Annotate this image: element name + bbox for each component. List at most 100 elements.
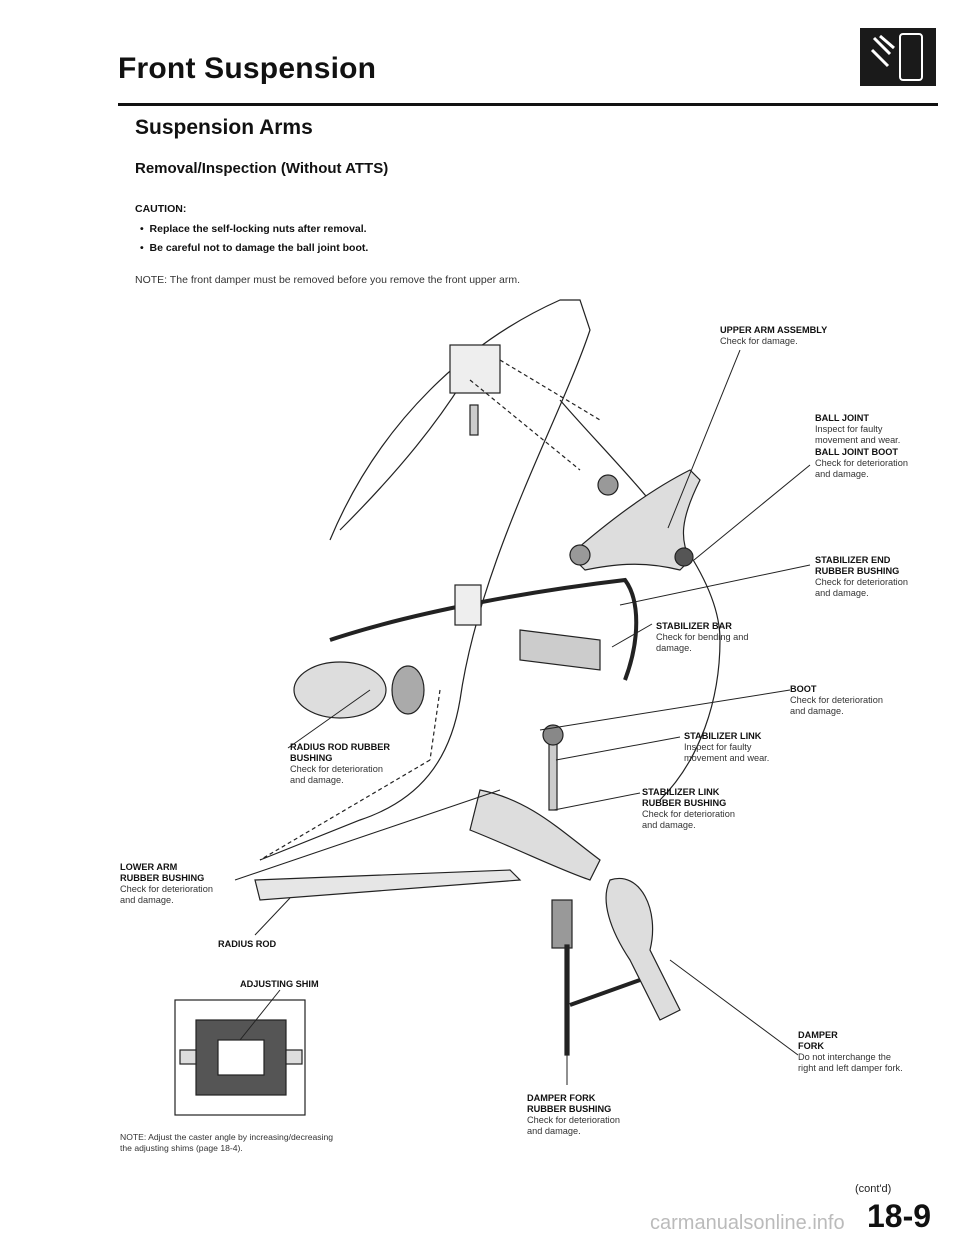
callout-title: RUBBER BUSHING xyxy=(642,798,727,808)
callout-desc: and damage. xyxy=(790,706,844,716)
leader-lower-arm xyxy=(234,789,501,881)
caution-label: CAUTION: xyxy=(135,203,187,215)
page-title: Front Suspension xyxy=(118,52,377,85)
callout-radius-rod: RADIUS ROD xyxy=(218,939,276,950)
leader-ball-joint-boot xyxy=(693,464,811,561)
callout-radius-rod-bushing: RADIUS ROD RUBBER BUSHING Check for dete… xyxy=(290,742,390,786)
shim-bolt-left xyxy=(179,1049,197,1065)
caution-item: • Replace the self-locking nuts after re… xyxy=(140,223,367,235)
callout-title: BALL JOINT xyxy=(815,413,869,423)
callout-title: UPPER ARM ASSEMBLY xyxy=(720,325,828,335)
shim-note-line: NOTE: Adjust the caster angle by increas… xyxy=(120,1132,334,1142)
callout-desc: Inspect for faulty xyxy=(684,742,752,752)
note-text: NOTE: The front damper must be removed b… xyxy=(135,274,520,286)
caution-item: • Be careful not to damage the ball join… xyxy=(140,242,369,254)
body-panel-inner xyxy=(339,369,471,531)
callout-desc: Check for deterioration xyxy=(527,1115,620,1125)
callout-desc: damage. xyxy=(656,643,692,653)
leader-stab-end-bushing xyxy=(619,564,811,606)
leader-radius-bushing xyxy=(287,689,371,749)
callout-desc: Inspect for faulty xyxy=(815,424,883,434)
callout-title: ADJUSTING SHIM xyxy=(240,979,319,989)
callout-title: DAMPER xyxy=(798,1030,838,1040)
callout-title: BALL JOINT BOOT xyxy=(815,447,899,457)
callout-desc: and damage. xyxy=(120,895,174,905)
callout-desc: Check for damage. xyxy=(720,336,798,346)
callout-desc: Check for deterioration xyxy=(815,458,908,468)
callout-title: RUBBER BUSHING xyxy=(815,566,900,576)
callout-stabilizer-link-bushing: STABILIZER LINK RUBBER BUSHING Check for… xyxy=(642,787,735,831)
callout-title: STABILIZER LINK xyxy=(642,787,720,797)
callout-desc: Check for deterioration xyxy=(120,884,213,894)
section-title: Suspension Arms xyxy=(135,116,313,139)
callout-desc: Check for bending and xyxy=(656,632,749,642)
leader-radius-rod xyxy=(254,897,291,936)
callout-upper-arm: UPPER ARM ASSEMBLY Check for damage. xyxy=(720,325,827,347)
callout-desc: right and left damper fork. xyxy=(798,1063,903,1073)
callout-title: STABILIZER END xyxy=(815,555,891,565)
stabilizer-bar xyxy=(329,577,639,681)
title-rule xyxy=(118,103,938,106)
body-panel-outline xyxy=(259,299,591,861)
leader-damper-fork xyxy=(669,959,799,1056)
caution-item-text: Replace the self-locking nuts after remo… xyxy=(149,223,367,235)
callout-title: RADIUS ROD xyxy=(218,939,277,949)
damper-fork-bushing xyxy=(551,899,573,949)
radius-rod-washer xyxy=(391,665,425,715)
shim-bolt-right xyxy=(285,1049,303,1065)
leader-stab-link xyxy=(555,736,681,761)
shim-center xyxy=(217,1039,265,1076)
callout-stabilizer-link: STABILIZER LINK Inspect for faulty movem… xyxy=(684,731,769,764)
callout-desc: and damage. xyxy=(527,1126,581,1136)
upper-bracket xyxy=(449,344,501,394)
callout-damper-fork: DAMPER FORK Do not interchange the right… xyxy=(798,1030,903,1074)
caution-item-text: Be careful not to damage the ball joint … xyxy=(149,242,369,254)
callout-desc: movement and wear. xyxy=(815,435,901,445)
callout-desc: Check for deterioration xyxy=(290,764,383,774)
callout-damper-fork-bushing: DAMPER FORK RUBBER BUSHING Check for det… xyxy=(527,1093,620,1137)
leader-stab-bar xyxy=(611,623,653,648)
lower-arm-shape xyxy=(469,789,601,881)
damper-fork-shape xyxy=(605,877,681,1021)
subsection-title: Removal/Inspection (Without ATTS) xyxy=(135,160,389,177)
leader-stab-link-bushing xyxy=(553,792,641,811)
callout-title: RADIUS ROD RUBBER xyxy=(290,742,391,752)
ball-joint-knob xyxy=(674,547,694,567)
callout-desc: and damage. xyxy=(290,775,344,785)
callout-stabilizer-end-bushing: STABILIZER END RUBBER BUSHING Check for … xyxy=(815,555,908,599)
callout-title: STABILIZER LINK xyxy=(684,731,762,741)
leader-upper-arm xyxy=(667,349,741,529)
drive-boot xyxy=(519,629,601,671)
callout-stabilizer-bar: STABILIZER BAR Check for bending and dam… xyxy=(656,621,748,654)
radius-rod-shape xyxy=(254,869,522,901)
suspension-strut-icon xyxy=(860,28,936,86)
callout-title: BUSHING xyxy=(290,753,333,763)
upper-arm-bushing-front xyxy=(569,544,591,566)
fender-curve xyxy=(559,399,721,801)
leader-boot xyxy=(539,689,791,731)
shim-note: NOTE: Adjust the caster angle by increas… xyxy=(120,1132,450,1154)
callout-desc: and damage. xyxy=(815,588,869,598)
callout-title: STABILIZER BAR xyxy=(656,621,732,631)
callout-desc: Do not interchange the xyxy=(798,1052,891,1062)
callout-title: RUBBER BUSHING xyxy=(120,873,205,883)
callout-desc: and damage. xyxy=(815,469,869,479)
upper-arm-bushing-rear xyxy=(597,474,619,496)
callout-ball-joint-boot: BALL JOINT BOOT Check for deterioration … xyxy=(815,447,908,480)
callout-ball-joint: BALL JOINT Inspect for faulty movement a… xyxy=(815,413,900,446)
shim-note-line: the adjusting shims (page 18-4). xyxy=(120,1143,243,1153)
watermark: carmanualsonline.info xyxy=(650,1212,845,1234)
damper-bolt xyxy=(569,978,641,1007)
callout-boot: BOOT Check for deterioration and damage. xyxy=(790,684,883,717)
radius-rod-bushing xyxy=(293,661,387,719)
callout-lower-arm-bushing: LOWER ARM RUBBER BUSHING Check for deter… xyxy=(120,862,213,906)
callout-title: FORK xyxy=(798,1041,825,1051)
callout-desc: Check for deterioration xyxy=(790,695,883,705)
callout-desc: and damage. xyxy=(642,820,696,830)
stabilizer-bracket xyxy=(454,584,482,626)
bolt xyxy=(469,404,479,436)
page-number: 18-9 xyxy=(867,1198,932,1234)
hidden-lines xyxy=(259,359,601,861)
callout-title: BOOT xyxy=(790,684,817,694)
